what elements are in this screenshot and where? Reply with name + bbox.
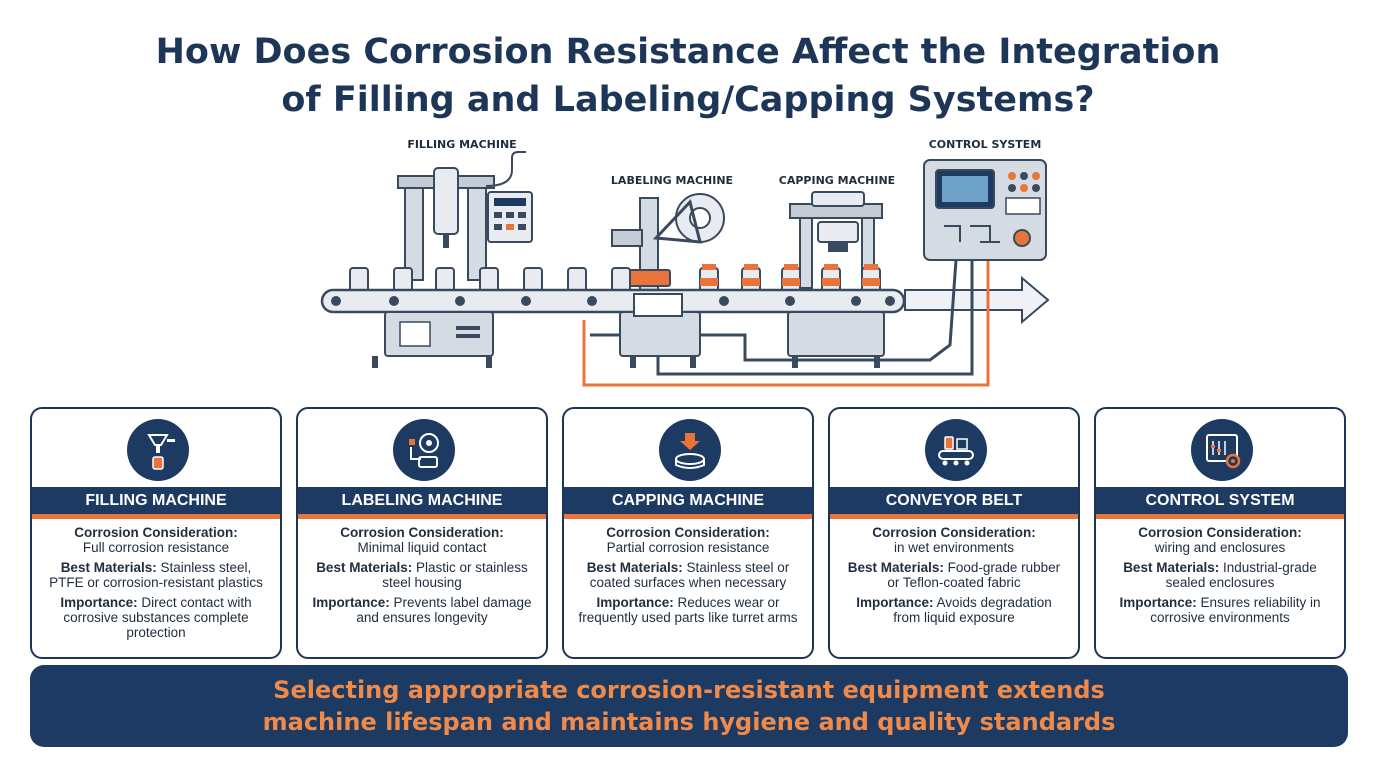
consideration-label: Corrosion Consideration: [74, 525, 238, 540]
consideration-value: Minimal liquid contact [357, 540, 487, 555]
bottles [349, 264, 881, 293]
capping-machine-label: CAPPING MACHINE [779, 174, 895, 187]
summary-line-2: machine lifespan and maintains hygiene a… [262, 708, 1116, 736]
card-title: LABELING MACHINE [298, 487, 546, 519]
importance-value: Avoids degradation from liquid exposure [893, 595, 1052, 625]
card-labeling-machine: LABELING MACHINE Corrosion Consideration… [296, 407, 548, 659]
title-line-2: of Filling and Labeling/Capping Systems? [281, 80, 1095, 120]
card-body: Corrosion Consideration:wiring and enclo… [1108, 525, 1332, 630]
consideration-label: Corrosion Consideration: [872, 525, 1036, 540]
card-control-system: CONTROL SYSTEM Corrosion Consideration:w… [1094, 407, 1346, 659]
card-body: Corrosion Consideration:Minimal liquid c… [310, 525, 534, 630]
summary-banner: Selecting appropriate corrosion-resistan… [30, 665, 1348, 747]
importance-label: Importance: [596, 595, 674, 610]
consideration-label: Corrosion Consideration: [606, 525, 770, 540]
consideration-label: Corrosion Consideration: [340, 525, 504, 540]
card-title: CAPPING MACHINE [564, 487, 812, 519]
card-body: Corrosion Consideration:Partial corrosio… [576, 525, 800, 630]
materials-label: Best Materials: [586, 560, 683, 575]
consideration-value: Partial corrosion resistance [606, 540, 770, 555]
importance-value: Reduces wear or frequently used parts li… [578, 595, 798, 625]
conveyor-belt-icon [320, 288, 906, 368]
page-title: How Does Corrosion Resistance Affect the… [0, 28, 1376, 124]
materials-value: Stainless steel, PTFE or corrosion-resis… [49, 560, 263, 590]
control-system-label: CONTROL SYSTEM [929, 138, 1042, 151]
importance-value: Prevents label damage and ensures longev… [356, 595, 532, 625]
control-panel-icon [923, 159, 1047, 261]
importance-label: Importance: [1119, 595, 1197, 610]
summary-line-1: Selecting appropriate corrosion-resistan… [273, 676, 1105, 704]
materials-label: Best Materials: [1123, 560, 1220, 575]
importance-value: Direct contact with corrosive substances… [63, 595, 252, 640]
materials-label: Best Materials: [316, 560, 413, 575]
importance-label: Importance: [60, 595, 138, 610]
materials-label: Best Materials: [847, 560, 944, 575]
importance-value: Ensures reliability in corrosive environ… [1150, 595, 1321, 625]
card-title: CONVEYOR BELT [830, 487, 1078, 519]
filling-nozzle-icon [127, 419, 189, 481]
consideration-value: in wet environments [893, 540, 1015, 555]
card-title: CONTROL SYSTEM [1096, 487, 1344, 519]
card-body: Corrosion Consideration:in wet environme… [842, 525, 1066, 630]
cap-press-icon [659, 419, 721, 481]
card-capping-machine: CAPPING MACHINE Corrosion Consideration:… [562, 407, 814, 659]
conveyor-icon [925, 419, 987, 481]
title-line-1: How Does Corrosion Resistance Affect the… [155, 32, 1221, 72]
card-body: Corrosion Consideration:Full corrosion r… [44, 525, 268, 645]
materials-value: Industrial-grade sealed enclosures [1165, 560, 1317, 590]
output-arrow-icon [904, 275, 1050, 325]
filling-machine-icon [397, 151, 533, 281]
card-title: FILLING MACHINE [32, 487, 280, 519]
importance-label: Importance: [856, 595, 934, 610]
materials-label: Best Materials: [60, 560, 157, 575]
label-roll-icon [393, 419, 455, 481]
labeling-machine-label: LABELING MACHINE [611, 174, 733, 187]
importance-label: Importance: [312, 595, 390, 610]
consideration-value: Full corrosion resistance [82, 540, 230, 555]
card-filling-machine: FILLING MACHINE Corrosion Consideration:… [30, 407, 282, 659]
control-panel-icon [1191, 419, 1253, 481]
labeling-machine-icon [611, 193, 725, 295]
consideration-label: Corrosion Consideration: [1138, 525, 1302, 540]
production-line-illustration: FILLING MACHINE LABELING MACHINE CAPPING… [320, 138, 1050, 387]
card-conveyor-belt: CONVEYOR BELT Corrosion Consideration:in… [828, 407, 1080, 659]
consideration-value: wiring and enclosures [1154, 540, 1286, 555]
materials-value: Food-grade rubber or Teflon-coated fabri… [887, 560, 1061, 590]
materials-value: Stainless steel or coated surfaces when … [589, 560, 790, 590]
materials-value: Plastic or stainless steel housing [382, 560, 528, 590]
filling-machine-label: FILLING MACHINE [407, 138, 516, 151]
